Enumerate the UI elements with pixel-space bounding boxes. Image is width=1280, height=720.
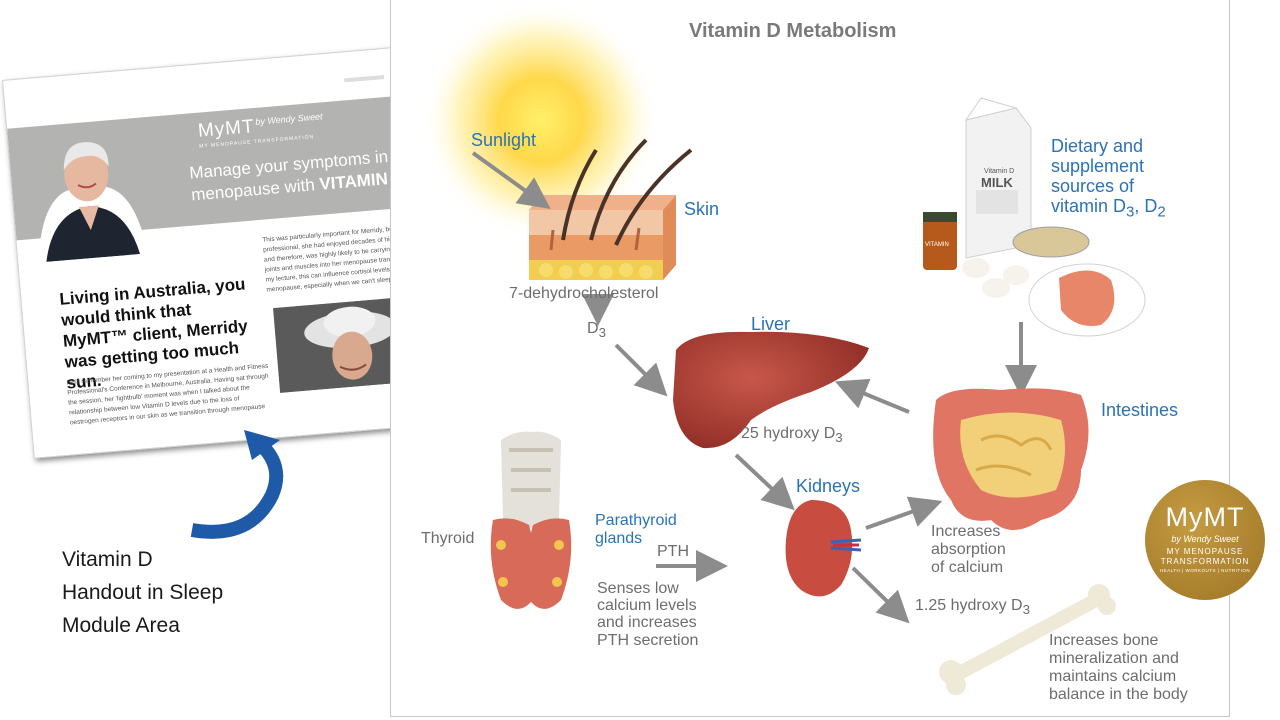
liver-label: Liver xyxy=(751,314,791,334)
dietary-label-3: sources of xyxy=(1051,176,1135,196)
curved-arrow-icon xyxy=(190,430,284,539)
skin-cross-section-image xyxy=(529,138,693,280)
dietary-sub-2: 2 xyxy=(1157,203,1166,221)
d3-text: D xyxy=(587,320,599,337)
sunlight-label: Sunlight xyxy=(471,130,537,150)
portrait-woman-image xyxy=(38,142,149,263)
parathyroid-label-1: Parathyroid xyxy=(595,512,677,529)
dietary-sources-image xyxy=(923,97,1146,337)
hydroxy125-text: 1.25 hydroxy D xyxy=(915,597,1023,614)
gold-logo-signature: by Wendy Sweet xyxy=(1171,534,1239,544)
skin-label: Skin xyxy=(684,199,720,219)
dehydrocholesterol-label: 7-dehydrocholesterol xyxy=(509,285,659,302)
caption-line-3: Module Area xyxy=(62,614,180,637)
senses-label-1: Senses low xyxy=(597,580,679,597)
senses-label-3: and increases xyxy=(597,614,697,631)
dietary-label-4: vitamin D3, D2 xyxy=(1051,197,1166,222)
milk-carton-label: MILK xyxy=(981,175,1013,190)
bone-image xyxy=(939,584,1116,695)
d3-subscript: 3 xyxy=(598,325,606,341)
vitamin-bottle-label: VITAMIN xyxy=(925,242,949,248)
sun-icon xyxy=(421,0,661,240)
intestines-label: Intestines xyxy=(1101,400,1179,420)
hydroxy125-subscript: 3 xyxy=(1022,602,1031,618)
dietary-sub-3: 3 xyxy=(1126,203,1135,221)
hydroxy25-label: 25 hydroxy D3 xyxy=(741,425,843,447)
hydroxy25-text: 25 hydroxy D xyxy=(741,425,836,442)
absorption-label-2: absorption xyxy=(931,541,1006,558)
senses-label-2: calcium levels xyxy=(597,597,697,614)
gold-logo-line2: TRANSFORMATION xyxy=(1160,557,1250,566)
kidneys-label: Kidneys xyxy=(796,476,861,496)
liver-image xyxy=(673,331,869,449)
absorption-label-1: Increases xyxy=(931,523,1001,540)
gold-logo-name: MyMT xyxy=(1165,502,1245,532)
caption-line-1: Vitamin D xyxy=(62,548,153,571)
parathyroid-label-2: glands xyxy=(595,530,643,547)
hydroxy125-label: 1.25 hydroxy D3 xyxy=(915,597,1030,619)
dietary-d2-text: , D xyxy=(1134,196,1158,216)
handout-logo-signature: by Wendy Sweet xyxy=(254,111,323,127)
diagram-artwork xyxy=(421,0,1146,695)
gold-logo-line1: MY MENOPAUSE xyxy=(1166,547,1244,556)
intestines-image xyxy=(933,388,1089,530)
absorption-label-3: of calcium xyxy=(931,559,1004,576)
diagram-title: Vitamin D Metabolism xyxy=(689,20,897,42)
bone-label-1: Increases bone xyxy=(1049,632,1159,649)
bone-label-4: balance in the body xyxy=(1049,686,1188,703)
pathway-arrows xyxy=(471,151,1037,624)
dietary-label-1: Dietary and xyxy=(1051,136,1144,156)
vitamin-d-metabolism-diagram: Vitamin D Metabolism Sunlight Skin 7-deh… xyxy=(390,0,1230,717)
hydroxy25-subscript: 3 xyxy=(835,430,843,446)
thyroid-label: Thyroid xyxy=(421,530,475,547)
thyroid-gland-image xyxy=(490,431,572,609)
pth-label: PTH xyxy=(657,543,689,560)
dietary-label-2: supplement xyxy=(1051,156,1145,176)
milk-carton-small-label: Vitamin D xyxy=(984,168,1015,175)
caption-line-2: Handout in Sleep xyxy=(62,581,224,604)
bone-label-2: mineralization and xyxy=(1049,650,1179,667)
dietary-vitamin-text: vitamin D xyxy=(1051,196,1127,216)
d3-label: D3 xyxy=(587,320,606,342)
mymt-gold-logo: MyMT by Wendy Sweet MY MENOPAUSE TRANSFO… xyxy=(1145,480,1265,600)
bone-label-3: maintains calcium xyxy=(1049,668,1177,685)
kidney-image xyxy=(785,500,862,597)
senses-label-4: PTH secretion xyxy=(597,632,699,649)
gold-logo-line3: HEALTH | WORKOUTS | NUTRITION xyxy=(1159,568,1251,573)
handout-top-bar xyxy=(344,75,385,83)
